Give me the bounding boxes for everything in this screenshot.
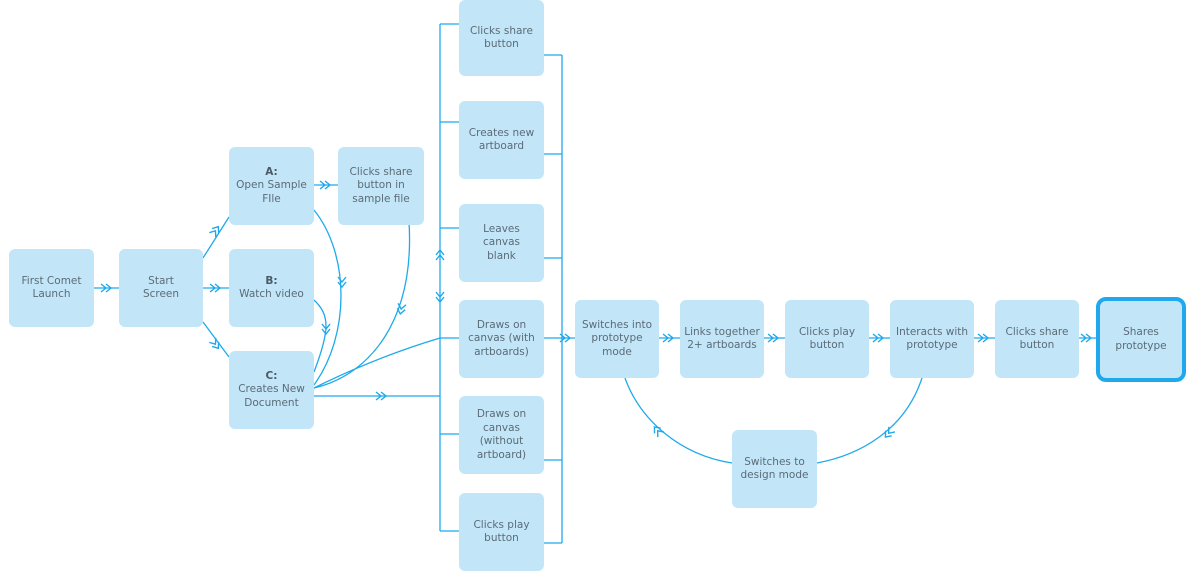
- node-text: button: [484, 38, 519, 50]
- node-text: 2+ artboards: [687, 339, 757, 351]
- node-text: Clicks share: [1005, 325, 1069, 338]
- node-text: blank: [487, 249, 516, 262]
- node-branch-new-artboard: Creates new artboard: [459, 101, 544, 179]
- node-branch-blank: Leaves canvas blank: [459, 204, 544, 282]
- edge-design-proto: [624, 377, 733, 464]
- node-option-b: B: Watch video: [229, 249, 314, 327]
- node-branch-draw-without: Draws on canvas (without artboard): [459, 396, 544, 474]
- node-text: Leaves canvas: [483, 222, 520, 249]
- node-text: Clicks share: [470, 24, 533, 37]
- node-text: Links together: [684, 325, 760, 338]
- node-text: Creates new: [468, 126, 535, 139]
- node-first-launch: First Comet Launch: [9, 249, 94, 327]
- node-text: Interacts with: [895, 325, 969, 338]
- node-tag: C:: [265, 369, 278, 382]
- node-text: Switches into: [581, 318, 653, 331]
- node-text: Draws on: [476, 318, 527, 331]
- node-text: button: [1019, 339, 1055, 351]
- node-text: canvas (with: [468, 332, 535, 345]
- node-text: prototype: [906, 339, 958, 351]
- edge-sample-c: [313, 221, 411, 389]
- node-text: Open Sample: [236, 179, 307, 192]
- edge-a-c: [313, 209, 342, 386]
- node-shares-prototype: Shares prototype: [1096, 297, 1186, 382]
- node-text: prototype: [591, 332, 643, 345]
- node-text: artboard: [478, 140, 525, 152]
- node-text: Clicks share: [349, 165, 413, 178]
- node-play-button: Clicks play button: [785, 300, 869, 378]
- node-text: mode: [602, 345, 632, 358]
- node-text: canvas: [483, 421, 520, 434]
- node-text: Watch video: [239, 288, 304, 300]
- node-branch-draw-with: Draws on canvas (with artboards): [459, 300, 544, 378]
- node-text: Creates New: [238, 383, 305, 396]
- edge-interact-design: [816, 377, 923, 464]
- node-share-button: Clicks share button: [995, 300, 1079, 378]
- node-prototype-mode: Switches into prototype mode: [575, 300, 659, 378]
- node-text: Launch: [32, 288, 71, 300]
- node-text: artboard): [476, 448, 527, 461]
- node-text: Shares: [1123, 326, 1159, 338]
- node-text: Start: [148, 274, 174, 287]
- node-text: artboards): [474, 345, 529, 358]
- node-text: Draws on: [476, 408, 527, 420]
- node-links-artboards: Links together 2+ artboards: [680, 300, 764, 378]
- node-option-c: C: Creates New Document: [229, 351, 314, 429]
- node-text: design mode: [740, 469, 809, 481]
- node-option-a: A: Open Sample FIle: [229, 147, 314, 225]
- node-text: sample file: [352, 192, 410, 205]
- node-text: (without: [479, 435, 524, 447]
- node-text: Document: [244, 396, 299, 409]
- node-text: Clicks play: [473, 518, 530, 531]
- node-text: Screen: [142, 288, 180, 300]
- node-branch-play: Clicks play button: [459, 493, 544, 571]
- node-text: FIle: [262, 192, 281, 205]
- node-tag: B:: [265, 274, 278, 287]
- node-text: prototype: [1115, 339, 1167, 352]
- node-start-screen: Start Screen: [119, 249, 203, 327]
- node-branch-share: Clicks share button: [459, 0, 544, 76]
- node-text: button in: [357, 179, 405, 192]
- edge-c-branches: [313, 337, 441, 389]
- node-text: button: [809, 339, 845, 351]
- node-interacts: Interacts with prototype: [890, 300, 974, 378]
- node-text: First Comet: [21, 274, 82, 287]
- node-tag: A:: [265, 165, 278, 178]
- edge-start-a: [202, 216, 230, 259]
- node-text: Switches to: [744, 455, 805, 468]
- node-design-mode: Switches to design mode: [732, 430, 817, 508]
- edge-b-c: [313, 299, 327, 373]
- node-text: button: [484, 532, 519, 544]
- node-share-sample: Clicks share button in sample file: [338, 147, 424, 225]
- node-text: Clicks play: [798, 325, 856, 338]
